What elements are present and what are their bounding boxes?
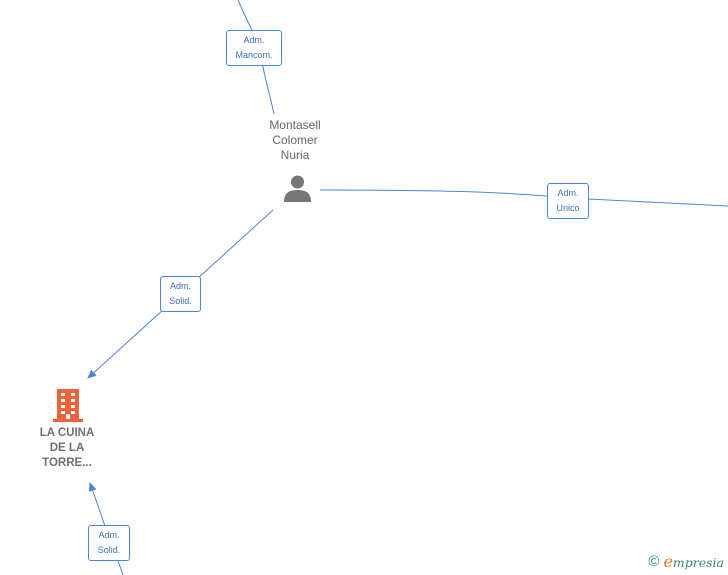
edge-label-line: Solid. [97, 545, 121, 555]
copyright-icon: © [648, 553, 660, 570]
company-name-line: TORRE... [42, 457, 92, 469]
edge-label-adm-solid[interactable]: Adm. Solid. [160, 276, 201, 312]
edge-label-adm-mancom[interactable]: Adm. Mancom. [226, 30, 282, 66]
edge-label-line: Mancom. [235, 50, 273, 60]
person-name-line: Montasell [269, 118, 321, 132]
edge-right [319, 189, 728, 207]
edge-label-line: Unico [556, 203, 580, 213]
edge-label-line: Adm. [243, 35, 265, 45]
person-name-line: Colomer [272, 133, 318, 147]
building-icon[interactable] [52, 388, 84, 422]
person-name[interactable]: Montasell Colomer Nuria [254, 118, 336, 163]
company-name-line: LA CUINA [39, 427, 95, 439]
edge-label-adm-unico[interactable]: Adm. Unico [547, 183, 589, 219]
edge-label-adm-solid-bottom[interactable]: Adm. Solid. [88, 525, 130, 561]
company-name-line: DE LA [49, 442, 85, 454]
person-icon[interactable] [283, 174, 312, 203]
person-name-line: Nuria [280, 148, 310, 162]
edge-label-line: Adm. [169, 281, 191, 291]
company-name[interactable]: LA CUINA DE LA TORRE... [26, 426, 108, 471]
edge-label-line: Solid. [169, 296, 192, 306]
brand-name: empresia [663, 552, 724, 573]
edge-label-line: Adm. [557, 188, 579, 198]
brand-initial: e [663, 551, 673, 571]
empresia-logo: © empresia [648, 552, 724, 572]
brand-rest: mpresia [672, 554, 724, 570]
edge-label-line: Adm. [98, 530, 120, 540]
